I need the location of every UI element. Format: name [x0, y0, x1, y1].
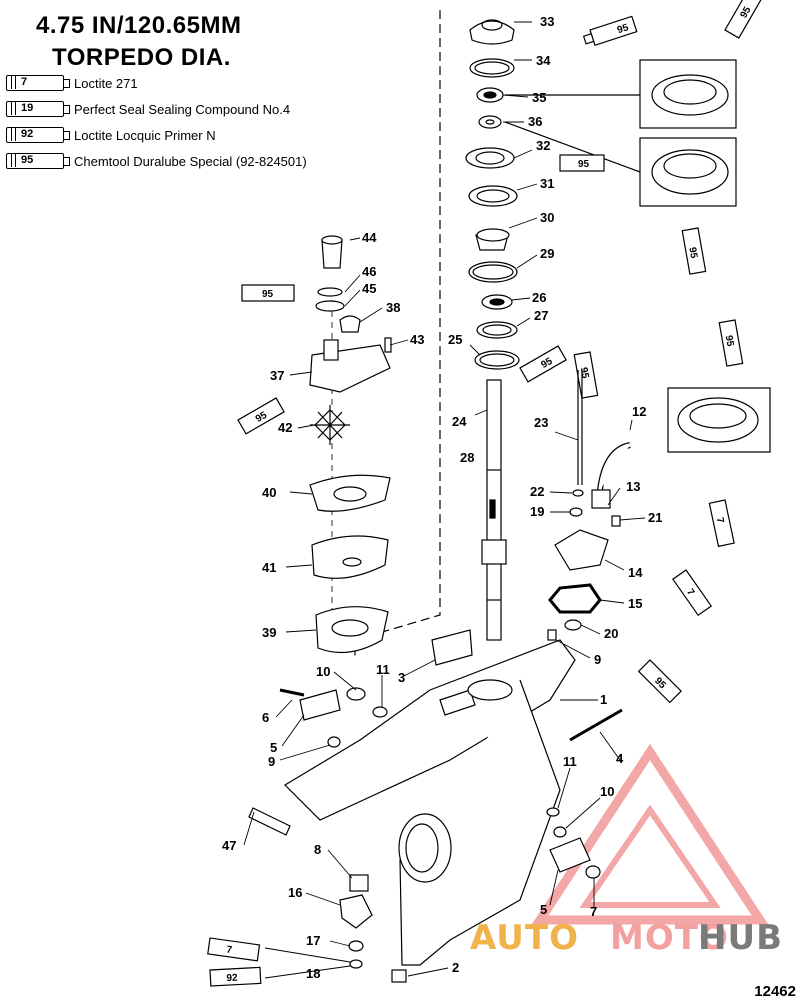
seal-detail-3 — [667, 387, 771, 453]
legend-label: Chemtool Duralube Special (92-824501) — [74, 153, 307, 169]
callout-37: 37 — [270, 368, 284, 383]
callout-34: 34 — [536, 53, 551, 68]
legend-item-19: 19 Perfect Seal Sealing Compound No.4 — [6, 99, 290, 119]
callout-31: 31 — [540, 176, 554, 191]
diagram-title-line2: TORPEDO DIA. — [52, 44, 231, 71]
watermark-logo — [531, 743, 769, 925]
callout-12: 12 — [632, 404, 646, 419]
sealant-tube-icon: 19 — [6, 101, 70, 117]
callout-32: 32 — [536, 138, 550, 153]
callout-42: 42 — [278, 420, 292, 435]
legend-item-7: 7 Loctite 271 — [6, 73, 138, 93]
callout-17: 17 — [306, 933, 320, 948]
callout-33: 33 — [540, 14, 554, 29]
svg-text:95: 95 — [254, 410, 270, 425]
callout-6: 6 — [262, 710, 269, 725]
callout-2: 2 — [452, 960, 459, 975]
callout-30: 30 — [540, 210, 554, 225]
callout-19: 19 — [530, 504, 544, 519]
callout-3: 3 — [398, 670, 405, 685]
bearing-stack — [465, 19, 520, 370]
svg-text:92: 92 — [226, 973, 238, 985]
callout-15: 15 — [628, 596, 642, 611]
callout-5-right: 5 — [540, 902, 547, 917]
svg-text:95: 95 — [616, 22, 630, 36]
callout-11-right: 11 — [563, 754, 577, 769]
callout-38: 38 — [386, 300, 400, 315]
sealant-tube-icon: 7 — [6, 75, 70, 91]
svg-text:95: 95 — [738, 5, 753, 21]
gear-housing — [248, 629, 623, 983]
callout-27: 27 — [534, 308, 548, 323]
svg-text:95: 95 — [578, 159, 590, 170]
callout-18: 18 — [306, 966, 320, 981]
sealant-tube-icon: 95 — [6, 153, 70, 169]
callout-46: 46 — [362, 264, 376, 279]
callout-41: 41 — [262, 560, 276, 575]
seal-detail-1 — [505, 59, 737, 129]
water-pump-parts — [309, 235, 392, 654]
callout-24: 24 — [452, 414, 467, 429]
callout-28: 28 — [460, 450, 474, 465]
callout-7-right: 7 — [590, 904, 597, 919]
svg-text:7: 7 — [226, 944, 233, 956]
callout-20: 20 — [604, 626, 618, 641]
callout-36: 36 — [528, 114, 542, 129]
callout-22: 22 — [530, 484, 544, 499]
callout-5-left: 5 — [270, 740, 277, 755]
callout-4: 4 — [616, 751, 624, 766]
callout-1: 1 — [600, 692, 607, 707]
callout-29: 29 — [540, 246, 554, 261]
driveshaft — [481, 379, 507, 641]
callout-43: 43 — [410, 332, 424, 347]
legend-label: Loctite Locquic Primer N — [74, 127, 216, 143]
legend-label: Perfect Seal Sealing Compound No.4 — [74, 101, 291, 117]
part-callouts: 33 34 35 36 32 31 30 29 26 27 25 24 28 4… — [222, 14, 662, 981]
callout-25: 25 — [448, 332, 462, 347]
watermark-text-hub: HUB — [698, 918, 783, 958]
sealant-tubes: 95 95 95 95 95 95 95 95 95 7 7 95 7 92 — [207, 0, 762, 987]
callout-26: 26 — [532, 290, 546, 305]
svg-text:95: 95 — [723, 334, 736, 347]
callout-40: 40 — [262, 485, 276, 500]
svg-text:95: 95 — [539, 356, 555, 371]
callout-10-left: 10 — [316, 664, 330, 679]
watermark-text-auto: AUTO — [470, 918, 579, 958]
shift-components — [547, 370, 631, 641]
callout-47: 47 — [222, 838, 236, 853]
svg-text:7: 7 — [714, 516, 726, 524]
legend-item-92: 92 Loctite Locquic Primer N — [6, 125, 216, 145]
svg-text:95: 95 — [578, 366, 591, 379]
callout-9-left: 9 — [268, 754, 275, 769]
callout-10-right: 10 — [600, 784, 614, 799]
callout-9-top: 9 — [594, 652, 601, 667]
callout-8: 8 — [314, 842, 321, 857]
diagram-title-line1: 4.75 IN/120.65MM — [36, 12, 242, 39]
callout-11-left: 11 — [376, 662, 390, 677]
seal-detail-2 — [504, 121, 737, 207]
sealant-tube-icon: 92 — [6, 127, 70, 143]
svg-text:7: 7 — [684, 587, 696, 598]
callout-45: 45 — [362, 281, 376, 296]
legend-item-95: 95 Chemtool Duralube Special (92-824501) — [6, 151, 307, 171]
callout-13: 13 — [626, 479, 640, 494]
callout-21: 21 — [648, 510, 662, 525]
figure-number: 12462 — [754, 983, 796, 1000]
callout-39: 39 — [262, 625, 276, 640]
svg-text:95: 95 — [262, 289, 274, 300]
svg-text:95: 95 — [686, 246, 699, 259]
legend-label: Loctite 271 — [74, 75, 138, 91]
watermark-text-moto: MOTO — [610, 918, 729, 958]
callout-35: 35 — [532, 90, 546, 105]
callout-16: 16 — [288, 885, 302, 900]
callout-14: 14 — [628, 565, 643, 580]
callout-44: 44 — [362, 230, 377, 245]
callout-23: 23 — [534, 415, 548, 430]
leader-lines — [243, 21, 646, 979]
